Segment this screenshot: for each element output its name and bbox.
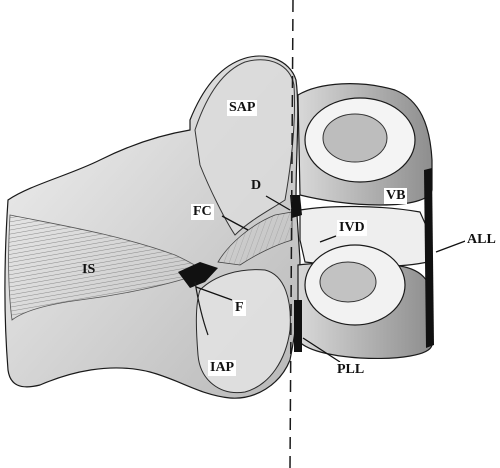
leader-d bbox=[265, 195, 291, 211]
lower-endplate-hole bbox=[319, 261, 377, 303]
label-vb: VB bbox=[384, 188, 408, 204]
interspinous-ligament bbox=[8, 214, 206, 321]
label-is: IS bbox=[82, 262, 96, 277]
label-fc: FC bbox=[191, 204, 214, 220]
upper-endplate-hole bbox=[322, 113, 388, 163]
facet-joint-line bbox=[178, 262, 218, 288]
anterior-longitudinal-ligament bbox=[424, 168, 434, 348]
leader-f bbox=[195, 286, 233, 301]
midline-dashed bbox=[289, 0, 294, 468]
dural-edge bbox=[290, 195, 302, 218]
posterior-longitudinal-ligament bbox=[294, 300, 302, 352]
leader-fc bbox=[221, 215, 249, 231]
label-ivd: IVD bbox=[337, 220, 367, 236]
label-f: F bbox=[233, 300, 246, 316]
label-d: D bbox=[251, 178, 262, 193]
foramen-edge bbox=[194, 281, 209, 336]
label-sap: SAP bbox=[227, 100, 258, 116]
label-pll: PLL bbox=[335, 362, 367, 378]
leader-pll bbox=[302, 337, 341, 363]
superior-articular-process bbox=[194, 59, 296, 236]
label-iap: IAP bbox=[208, 360, 237, 376]
leader-all bbox=[435, 239, 469, 253]
label-all: ALL bbox=[465, 232, 498, 248]
leader-ivd bbox=[319, 235, 337, 243]
